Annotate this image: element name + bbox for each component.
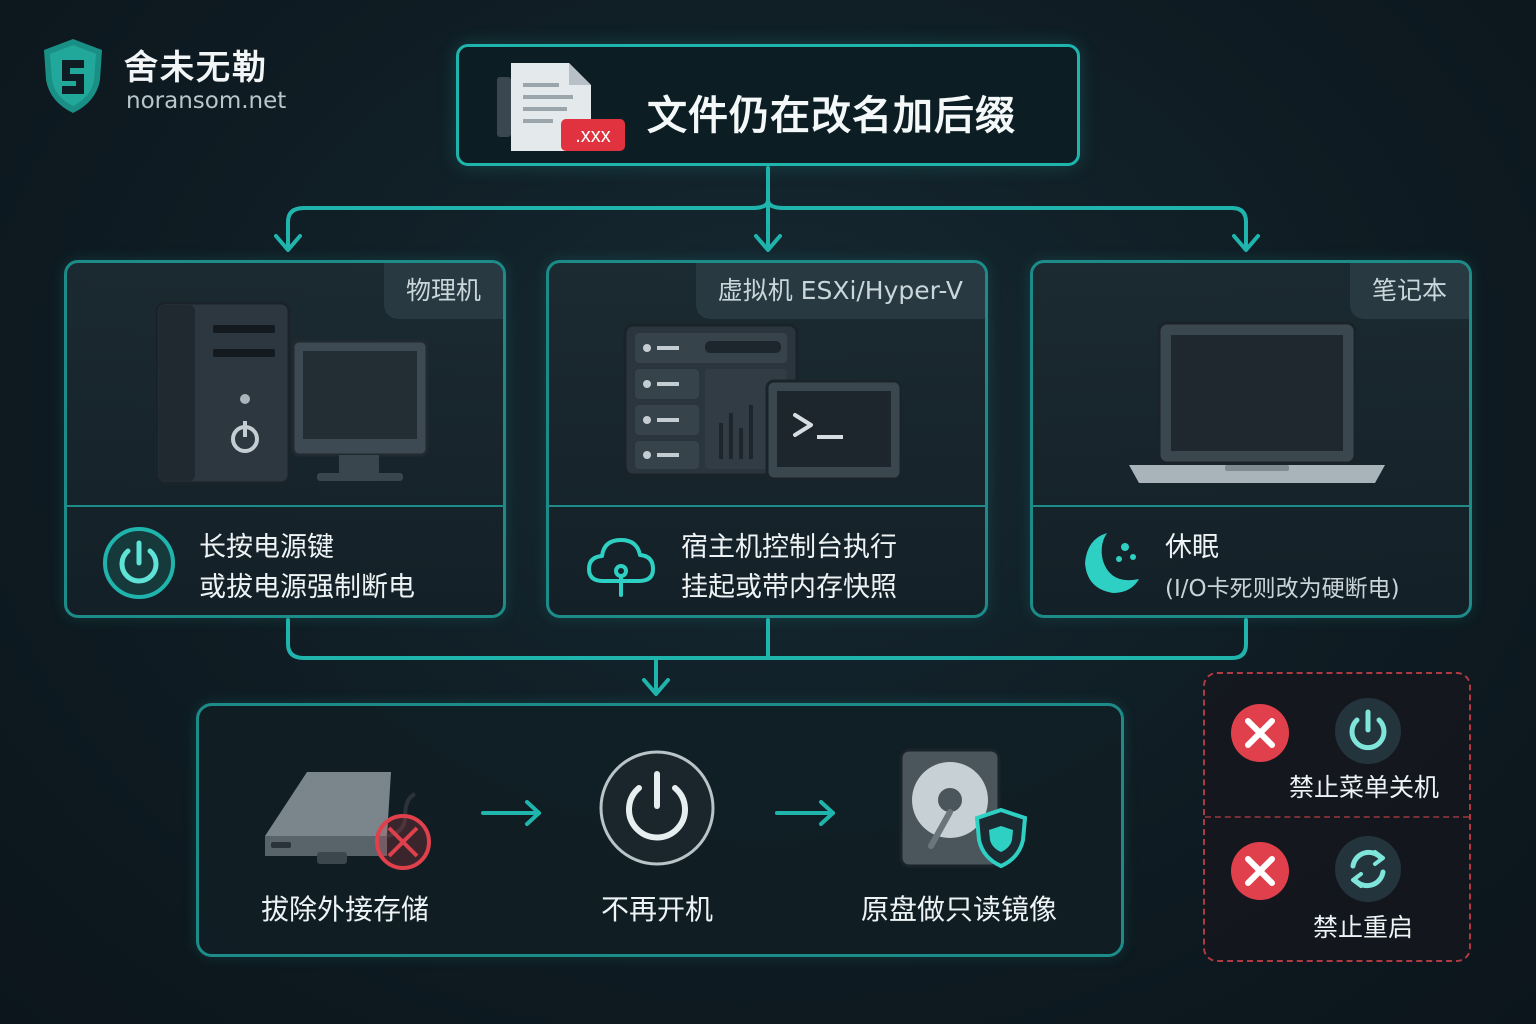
panel-tag: 笔记本 <box>1349 263 1469 319</box>
arrow-right-icon <box>481 800 541 826</box>
panel-laptop: 笔记本 休眠 (I/O卡死则改为硬断电) <box>1030 260 1472 618</box>
prohibitions-box: 禁止菜单关机 禁止重启 <box>1203 672 1471 962</box>
steps-box: 拔除外接存储 不再开机 原盘做只读镜像 <box>196 703 1124 957</box>
laptop-icon <box>1129 321 1385 483</box>
forbidden-x-icon <box>1231 704 1289 762</box>
brand-name: 舍未无勒 <box>124 48 268 88</box>
prohibition-label: 禁止重启 <box>1313 913 1414 942</box>
panel-tag: 虚拟机 ESXi/Hyper-V <box>695 263 985 319</box>
header-box: .xxx 文件仍在改名加后缀 <box>456 44 1080 166</box>
extension-badge: .xxx <box>575 125 611 147</box>
desktop-computer-icon <box>155 301 429 485</box>
prohibition-label: 禁止菜单关机 <box>1289 773 1440 802</box>
panel-divider <box>1033 505 1469 507</box>
forbidden-x-icon <box>1231 842 1289 900</box>
brand-logo: 舍未无勒 noransom.net <box>38 36 318 120</box>
panel-physical-machine: 物理机 长按电源键 或拔电源强制断电 <box>64 260 506 618</box>
prohibition-divider <box>1205 816 1469 818</box>
power-icon <box>1335 698 1401 764</box>
step-label: 原盘做只读镜像 <box>860 893 1057 926</box>
panel-line2: 挂起或带内存快照 <box>681 572 897 603</box>
server-console-icon <box>623 323 903 481</box>
panel-tag: 物理机 <box>383 263 503 319</box>
panel-divider <box>67 505 503 507</box>
panel-line2: 或拔电源强制断电 <box>199 572 415 603</box>
hard-disk-shield-icon <box>899 748 1028 869</box>
panel-divider <box>549 505 985 507</box>
power-icon <box>599 750 715 866</box>
external-drive-icon <box>265 772 431 870</box>
power-icon <box>103 527 175 599</box>
brand-url: noransom.net <box>126 88 287 114</box>
header-title: 文件仍在改名加后缀 <box>647 93 1016 139</box>
panel-line1: 宿主机控制台执行 <box>681 532 897 563</box>
step-label: 不再开机 <box>600 893 713 926</box>
moon-icon <box>1085 533 1139 593</box>
shield-logo-icon <box>44 39 102 113</box>
panel-line2: (I/O卡死则改为硬断电) <box>1165 576 1400 602</box>
panel-virtual-machine: 虚拟机 ESXi/Hyper-V 宿主机控制台执行 挂起或带内存快照 <box>546 260 988 618</box>
restart-icon <box>1335 836 1401 902</box>
arrow-right-icon <box>775 800 835 826</box>
step-label: 拔除外接存储 <box>260 893 429 926</box>
file-extension-icon: .xxx <box>497 63 625 151</box>
cloud-icon <box>587 538 655 597</box>
panel-line1: 休眠 <box>1165 532 1219 563</box>
panel-line1: 长按电源键 <box>199 532 334 563</box>
